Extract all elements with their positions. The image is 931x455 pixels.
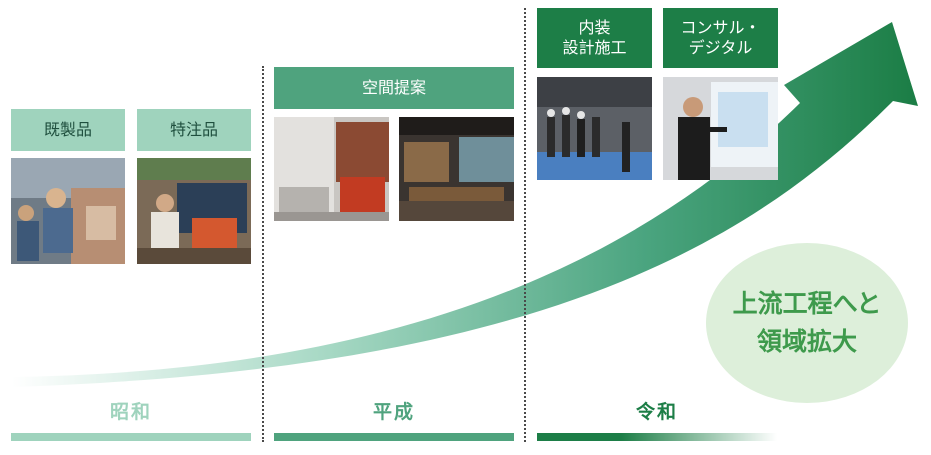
- photo-space-proposal-2: [399, 117, 514, 221]
- photo-interior-construction: [537, 77, 652, 180]
- era-bar-heisei: [274, 433, 514, 441]
- era-divider-1: [262, 66, 264, 442]
- era-label-showa: 昭和: [109, 400, 152, 423]
- photo-consulting-presentation: [663, 77, 778, 180]
- era-bar-reiwa: [537, 433, 777, 441]
- photo-factory-workers: [11, 158, 125, 264]
- category-label-naisou-sekkei-seko: 内装 設計施工: [537, 8, 652, 68]
- category-label-consul-digital: コンサル・ デジタル: [663, 8, 778, 68]
- category-label-tokuchuhin: 特注品: [137, 109, 251, 151]
- era-divider-2: [524, 8, 526, 442]
- era-bar-showa: [11, 433, 251, 441]
- era-label-reiwa: 令和: [635, 400, 678, 423]
- callout-expansion: 上流工程へと 領域拡大: [706, 243, 908, 403]
- era-label-heisei: 平成: [372, 400, 415, 423]
- photo-custom-furniture: [137, 158, 251, 264]
- category-label-kiseihin: 既製品: [11, 109, 125, 151]
- photo-space-proposal-1: [274, 117, 389, 221]
- category-label-kukan-teian: 空間提案: [274, 67, 514, 109]
